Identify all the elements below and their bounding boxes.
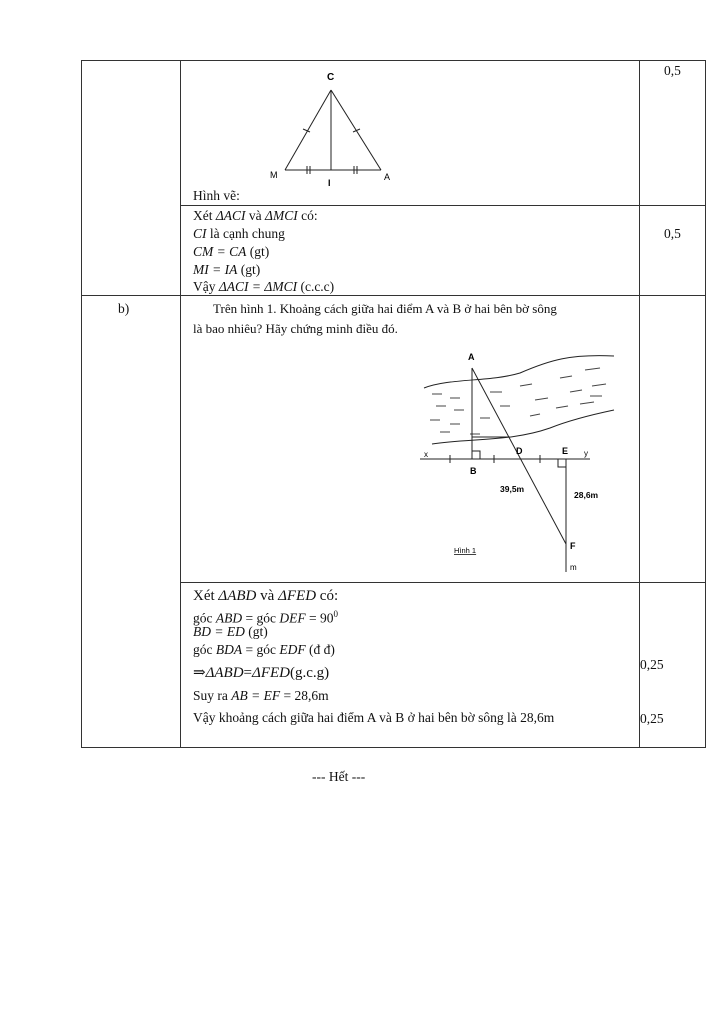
table-column-divider [639,60,640,748]
point-label-a: A [468,352,475,362]
table-border-right [705,60,706,748]
part-label: b) [118,301,130,316]
vertex-label-i: I [328,178,331,188]
proof-conclusion: Vậy khoảng cách giữa hai điểm A và B ở h… [193,710,555,725]
table-row-divider [81,295,706,296]
table-row-divider [180,582,706,583]
table-border-top [81,60,706,61]
answer-table [81,60,706,748]
river-figure: A B D E F x y m 39,5m 28,6m Hình 1 [420,352,615,572]
point-label-e: E [562,446,568,456]
figure-caption: Hình vẽ: [193,188,240,203]
proof-line: BD = ED (gt) [193,624,268,639]
length-label-af: 39,5m [500,484,525,494]
axis-label-x: x [424,450,428,459]
axis-label-y: y [584,449,588,458]
score-cell: 0,5 [664,226,681,241]
figure-caption-hinh1: Hình 1 [454,546,476,555]
document-end-marker: --- Hết --- [312,769,366,784]
question-text: Trên hình 1. Khoảng cách giữa hai điểm A… [213,301,557,316]
proof-line: Vậy ΔACI = ΔMCI (c.c.c) [193,279,335,294]
question-text: là bao nhiêu? Hãy chứng minh điều đó. [193,321,398,336]
proof-line: CM = CA (gt) [193,244,270,259]
score-cell: 0,25 [640,711,664,726]
score-cell: 0,5 [664,63,681,78]
vertex-label-m: M [270,170,278,180]
table-column-divider [180,60,181,748]
point-label-b: B [470,466,477,476]
triangle-figure: C M I A [270,72,390,188]
vertex-label-a: A [384,172,390,182]
vertex-label-c: C [327,72,334,83]
proof-line: MI = IA (gt) [193,262,261,277]
proof-line: Xét ΔABD và ΔFED có: [193,588,339,604]
proof-line: ⇒ΔABD=ΔFED(g.c.g) [193,665,330,681]
score-cell: 0,25 [640,657,664,672]
proof-line: Suy ra AB = EF = 28,6m [193,688,329,703]
table-row-divider [180,205,706,206]
axis-label-m: m [570,563,577,572]
proof-line: góc ABD = góc DEF = 900 [193,609,338,626]
table-border-bottom [81,747,706,748]
length-label-ef: 28,6m [574,490,599,500]
table-border-left [81,60,82,748]
proof-line: CI là cạnh chung [193,226,285,241]
point-label-d: D [516,446,523,456]
proof-line: góc BDA = góc EDF (đ đ) [193,642,335,657]
proof-line: Xét ΔACI và ΔMCI có: [193,208,318,223]
point-label-f: F [570,541,576,551]
